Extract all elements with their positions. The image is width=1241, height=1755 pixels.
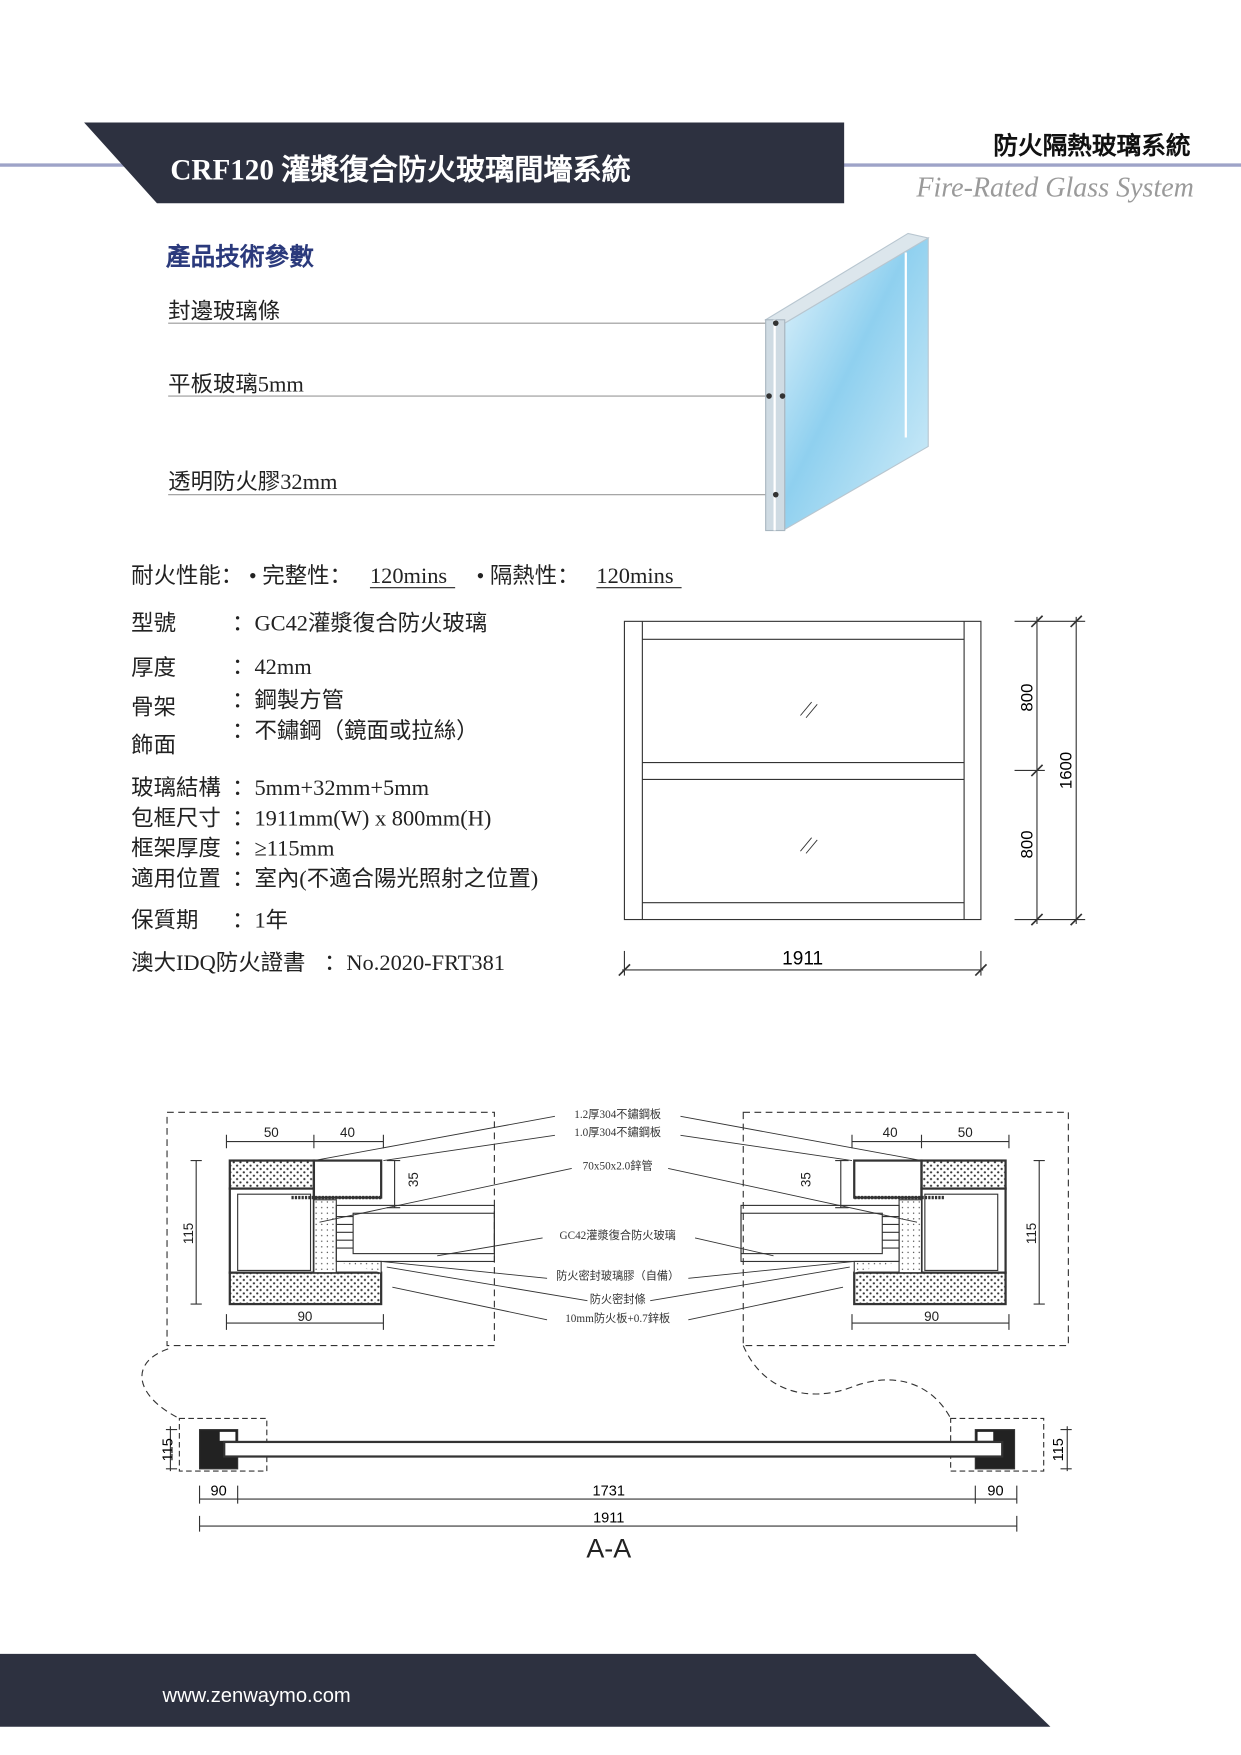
footer-bar	[0, 1653, 1051, 1727]
callout-float-glass: 平板玻璃5mm	[168, 372, 304, 397]
svg-text:厚度: 厚度	[131, 655, 176, 680]
svg-text:：No.2020-FRT381: ：No.2020-FRT381	[324, 950, 505, 975]
svg-text:115: 115	[1024, 1223, 1039, 1244]
svg-text:：≥115mm: ：≥115mm	[232, 836, 335, 861]
elev-dim-lower: 800	[1017, 830, 1036, 858]
svg-text:• 完整性：: • 完整性：	[249, 563, 352, 588]
svg-text:防火密封玻璃膠（自備）: 防火密封玻璃膠（自備）	[556, 1268, 679, 1282]
section-dims: 50 40 90 40 50 90 115 35 115 35	[181, 1125, 1039, 1324]
svg-text:澳大IDQ防火證書: 澳大IDQ防火證書	[131, 950, 305, 975]
svg-text:GC42灌漿復合防火玻璃: GC42灌漿復合防火玻璃	[560, 1228, 676, 1242]
svg-text:框架厚度: 框架厚度	[131, 836, 221, 861]
section-title: 產品技術參數	[166, 242, 314, 271]
category-title: 防火隔熱玻璃系統	[993, 131, 1191, 160]
footer-url[interactable]: www.zenwaymo.com	[162, 1685, 351, 1707]
section-aa-drawing	[165, 1417, 1072, 1532]
svg-text:35: 35	[799, 1172, 814, 1187]
glass-illustration	[764, 232, 930, 532]
insulation-value: 120mins	[596, 563, 673, 588]
svg-text:70x50x2.0鋅管: 70x50x2.0鋅管	[583, 1159, 653, 1173]
svg-text:：1911mm(W) x 800mm(H): ：1911mm(W) x 800mm(H)	[232, 805, 491, 830]
header-title: CRF120 灌漿復合防火玻璃間墻系統	[170, 154, 630, 187]
svg-text:：5mm+32mm+5mm: ：5mm+32mm+5mm	[232, 775, 430, 800]
svg-text:防火密封條: 防火密封條	[590, 1292, 646, 1306]
svg-text:35: 35	[406, 1172, 421, 1187]
svg-text:10mm防火板+0.7鋅板: 10mm防火板+0.7鋅板	[565, 1311, 670, 1325]
svg-text:骨架: 骨架	[131, 694, 176, 719]
elev-dim-total: 1600	[1057, 752, 1076, 789]
svg-text:：不鏽鋼（鏡面或拉絲）: ：不鏽鋼（鏡面或拉絲）	[232, 718, 478, 743]
svg-text:90: 90	[297, 1309, 312, 1324]
svg-text:：室內(不適合陽光照射之位置): ：室內(不適合陽光照射之位置)	[232, 866, 538, 891]
svg-text:飾面: 飾面	[131, 733, 176, 758]
svg-text:玻璃結構: 玻璃結構	[131, 775, 221, 800]
section-aa-dims: 115 115 90 1731 90 1911	[161, 1438, 1067, 1526]
integrity-value: 120mins	[370, 563, 447, 588]
svg-text:40: 40	[340, 1125, 355, 1140]
section-detail-drawing	[141, 1111, 1069, 1419]
svg-text:50: 50	[264, 1125, 279, 1140]
svg-text:• 隔熱性：: • 隔熱性：	[476, 563, 579, 588]
svg-text:保質期: 保質期	[131, 907, 198, 932]
category-title-en: Fire-Rated Glass System	[915, 172, 1194, 203]
svg-text:：1年: ：1年	[232, 907, 288, 932]
svg-text:90: 90	[987, 1484, 1003, 1500]
section-aa-title: A-A	[586, 1533, 631, 1563]
svg-text:90: 90	[211, 1484, 227, 1500]
svg-text:1.2厚304不鏽鋼板: 1.2厚304不鏽鋼板	[574, 1107, 661, 1121]
elev-dim-upper: 800	[1017, 684, 1036, 712]
section-callouts: 1.2厚304不鏽鋼板 1.0厚304不鏽鋼板 70x50x2.0鋅管 GC42…	[554, 1104, 681, 1325]
svg-text:包框尺寸: 包框尺寸	[131, 805, 221, 830]
svg-text:：鋼製方管: ：鋼製方管	[232, 688, 344, 713]
svg-text:型號: 型號	[131, 610, 176, 635]
svg-text:：GC42灌漿復合防火玻璃: ：GC42灌漿復合防火玻璃	[232, 610, 487, 635]
spec-list: 型號 ：GC42灌漿復合防火玻璃 厚度 ：42mm 骨架 ：鋼製方管 飾面 ：不鏽鋼（鏡…	[131, 610, 538, 975]
callout-edge-strip: 封邊玻璃條	[168, 299, 280, 324]
svg-text:90: 90	[924, 1309, 939, 1324]
callout-fire-gel: 透明防火膠32mm	[168, 469, 338, 494]
svg-text:耐火性能：: 耐火性能：	[131, 563, 243, 588]
elevation-drawing	[618, 615, 1086, 977]
fire-performance: 耐火性能： • 完整性： 120mins • 隔熱性： 120mins	[131, 563, 682, 589]
svg-text:115: 115	[181, 1223, 196, 1244]
svg-text:115: 115	[161, 1438, 177, 1461]
svg-text:1731: 1731	[593, 1484, 625, 1500]
svg-text:40: 40	[883, 1125, 898, 1140]
svg-text:：42mm: ：42mm	[232, 654, 312, 679]
svg-text:50: 50	[958, 1125, 973, 1140]
header-bar	[84, 122, 845, 204]
svg-text:1.0厚304不鏽鋼板: 1.0厚304不鏽鋼板	[574, 1125, 661, 1139]
elev-dim-width: 1911	[782, 948, 823, 969]
svg-text:適用位置: 適用位置	[131, 866, 221, 891]
svg-text:115: 115	[1051, 1438, 1067, 1461]
svg-text:1911: 1911	[593, 1511, 624, 1527]
